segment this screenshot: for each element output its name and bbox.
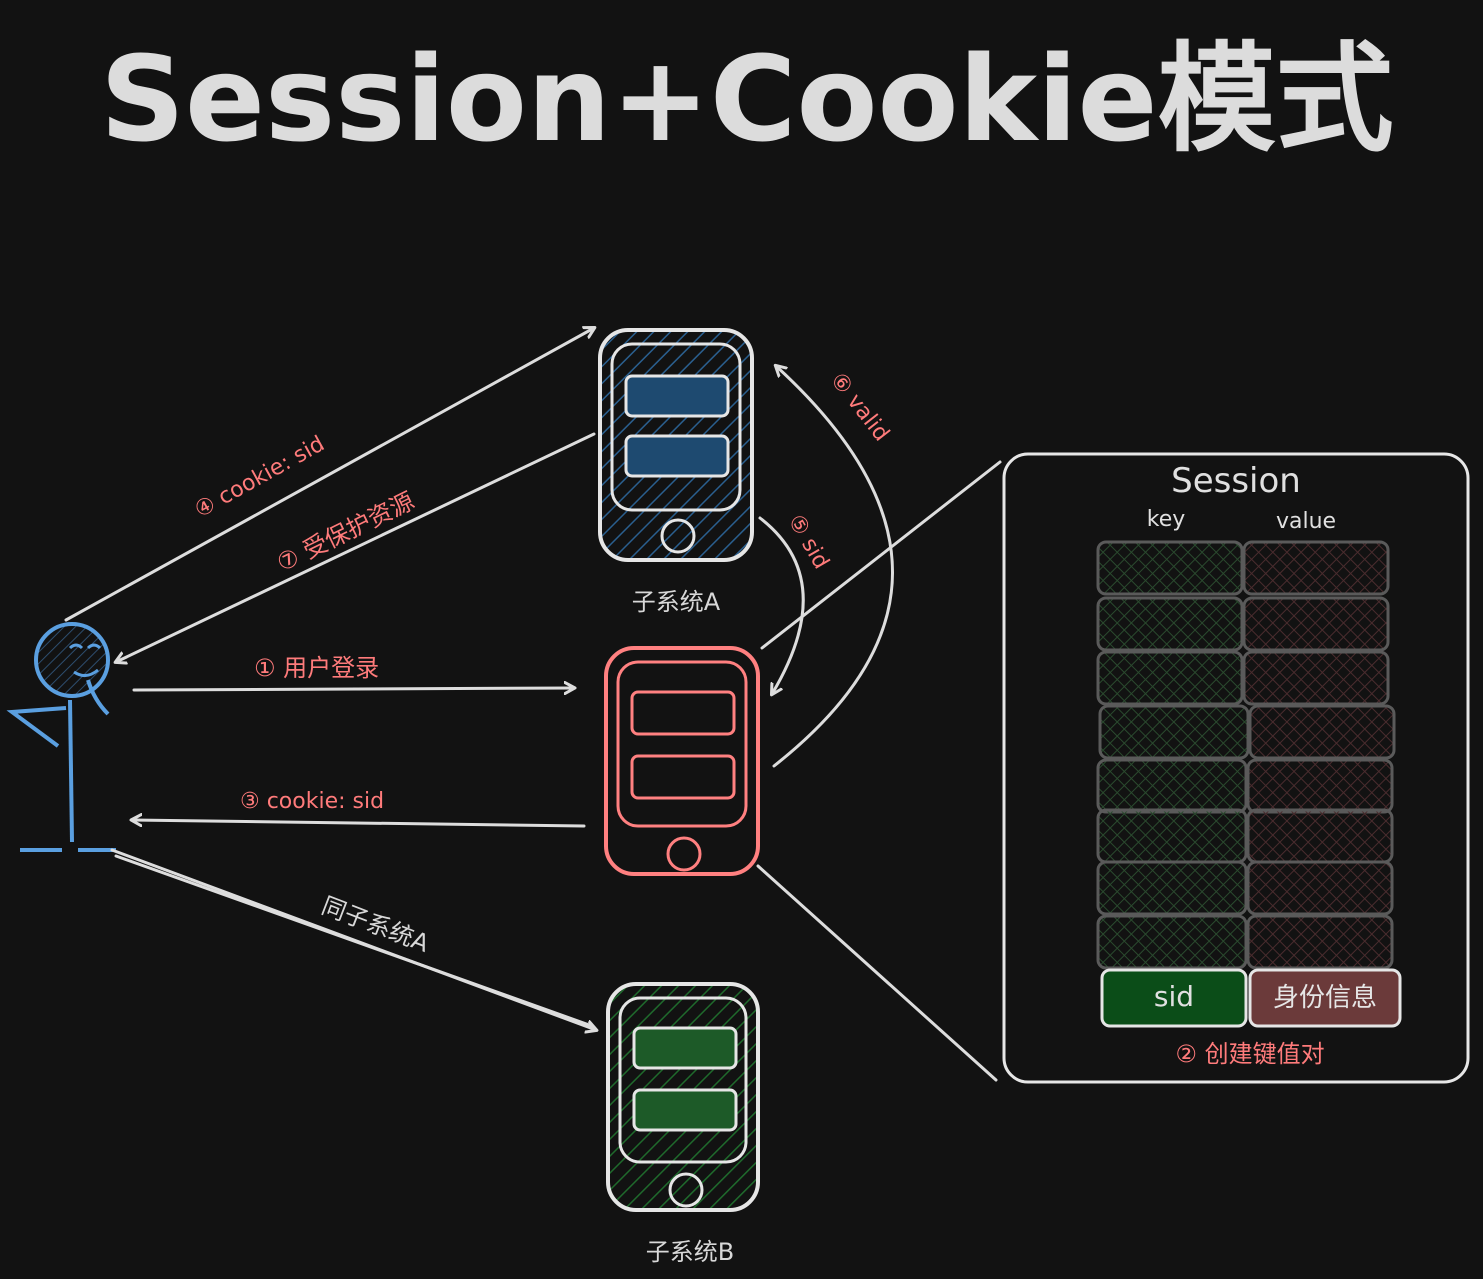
subsystem-b-label: 子系统B: [646, 1238, 734, 1266]
session-caption: ② 创建键值对: [1175, 1040, 1324, 1068]
arrow-step4: [64, 328, 594, 622]
arrow-step6: [772, 366, 894, 768]
session-title: Session: [1171, 461, 1301, 501]
arrow-step1: [132, 688, 574, 690]
session-panel: Session key value sid 身份信息 ② 创建键值对: [1002, 452, 1470, 1084]
subsystem-a-label: 子系统A: [632, 588, 721, 616]
subsystem-a: [598, 328, 754, 562]
step7-label: ⑦ 受保护资源: [272, 487, 418, 578]
sid-cell: [1100, 968, 1248, 1028]
user-figure: [6, 622, 116, 852]
identity-cell-text: 身份信息: [1273, 983, 1377, 1013]
arrow-step7: [116, 432, 596, 662]
session-table: [1096, 540, 1396, 970]
step6-label: ⑥ valid: [825, 368, 894, 446]
key-header: key: [1147, 507, 1186, 532]
step5-label: ⑤ sid: [783, 511, 834, 574]
step3-label: ③ cookie: sid: [240, 789, 384, 814]
user-head-icon: [34, 622, 110, 698]
step4-label: ④ cookie: sid: [191, 432, 329, 524]
page-title: Session+Cookie模式: [100, 30, 1394, 168]
panel-connector-top: [760, 460, 1002, 650]
arrow-step5: [758, 516, 805, 694]
main-system: [604, 646, 760, 876]
subsystem-b: [606, 982, 760, 1212]
value-header: value: [1276, 509, 1336, 534]
step1-label: ① 用户登录: [254, 654, 379, 682]
arrow-step3: [132, 820, 586, 828]
sid-cell-text: sid: [1154, 980, 1194, 1013]
identity-cell: [1248, 968, 1402, 1028]
panel-connector-bottom: [756, 864, 998, 1082]
